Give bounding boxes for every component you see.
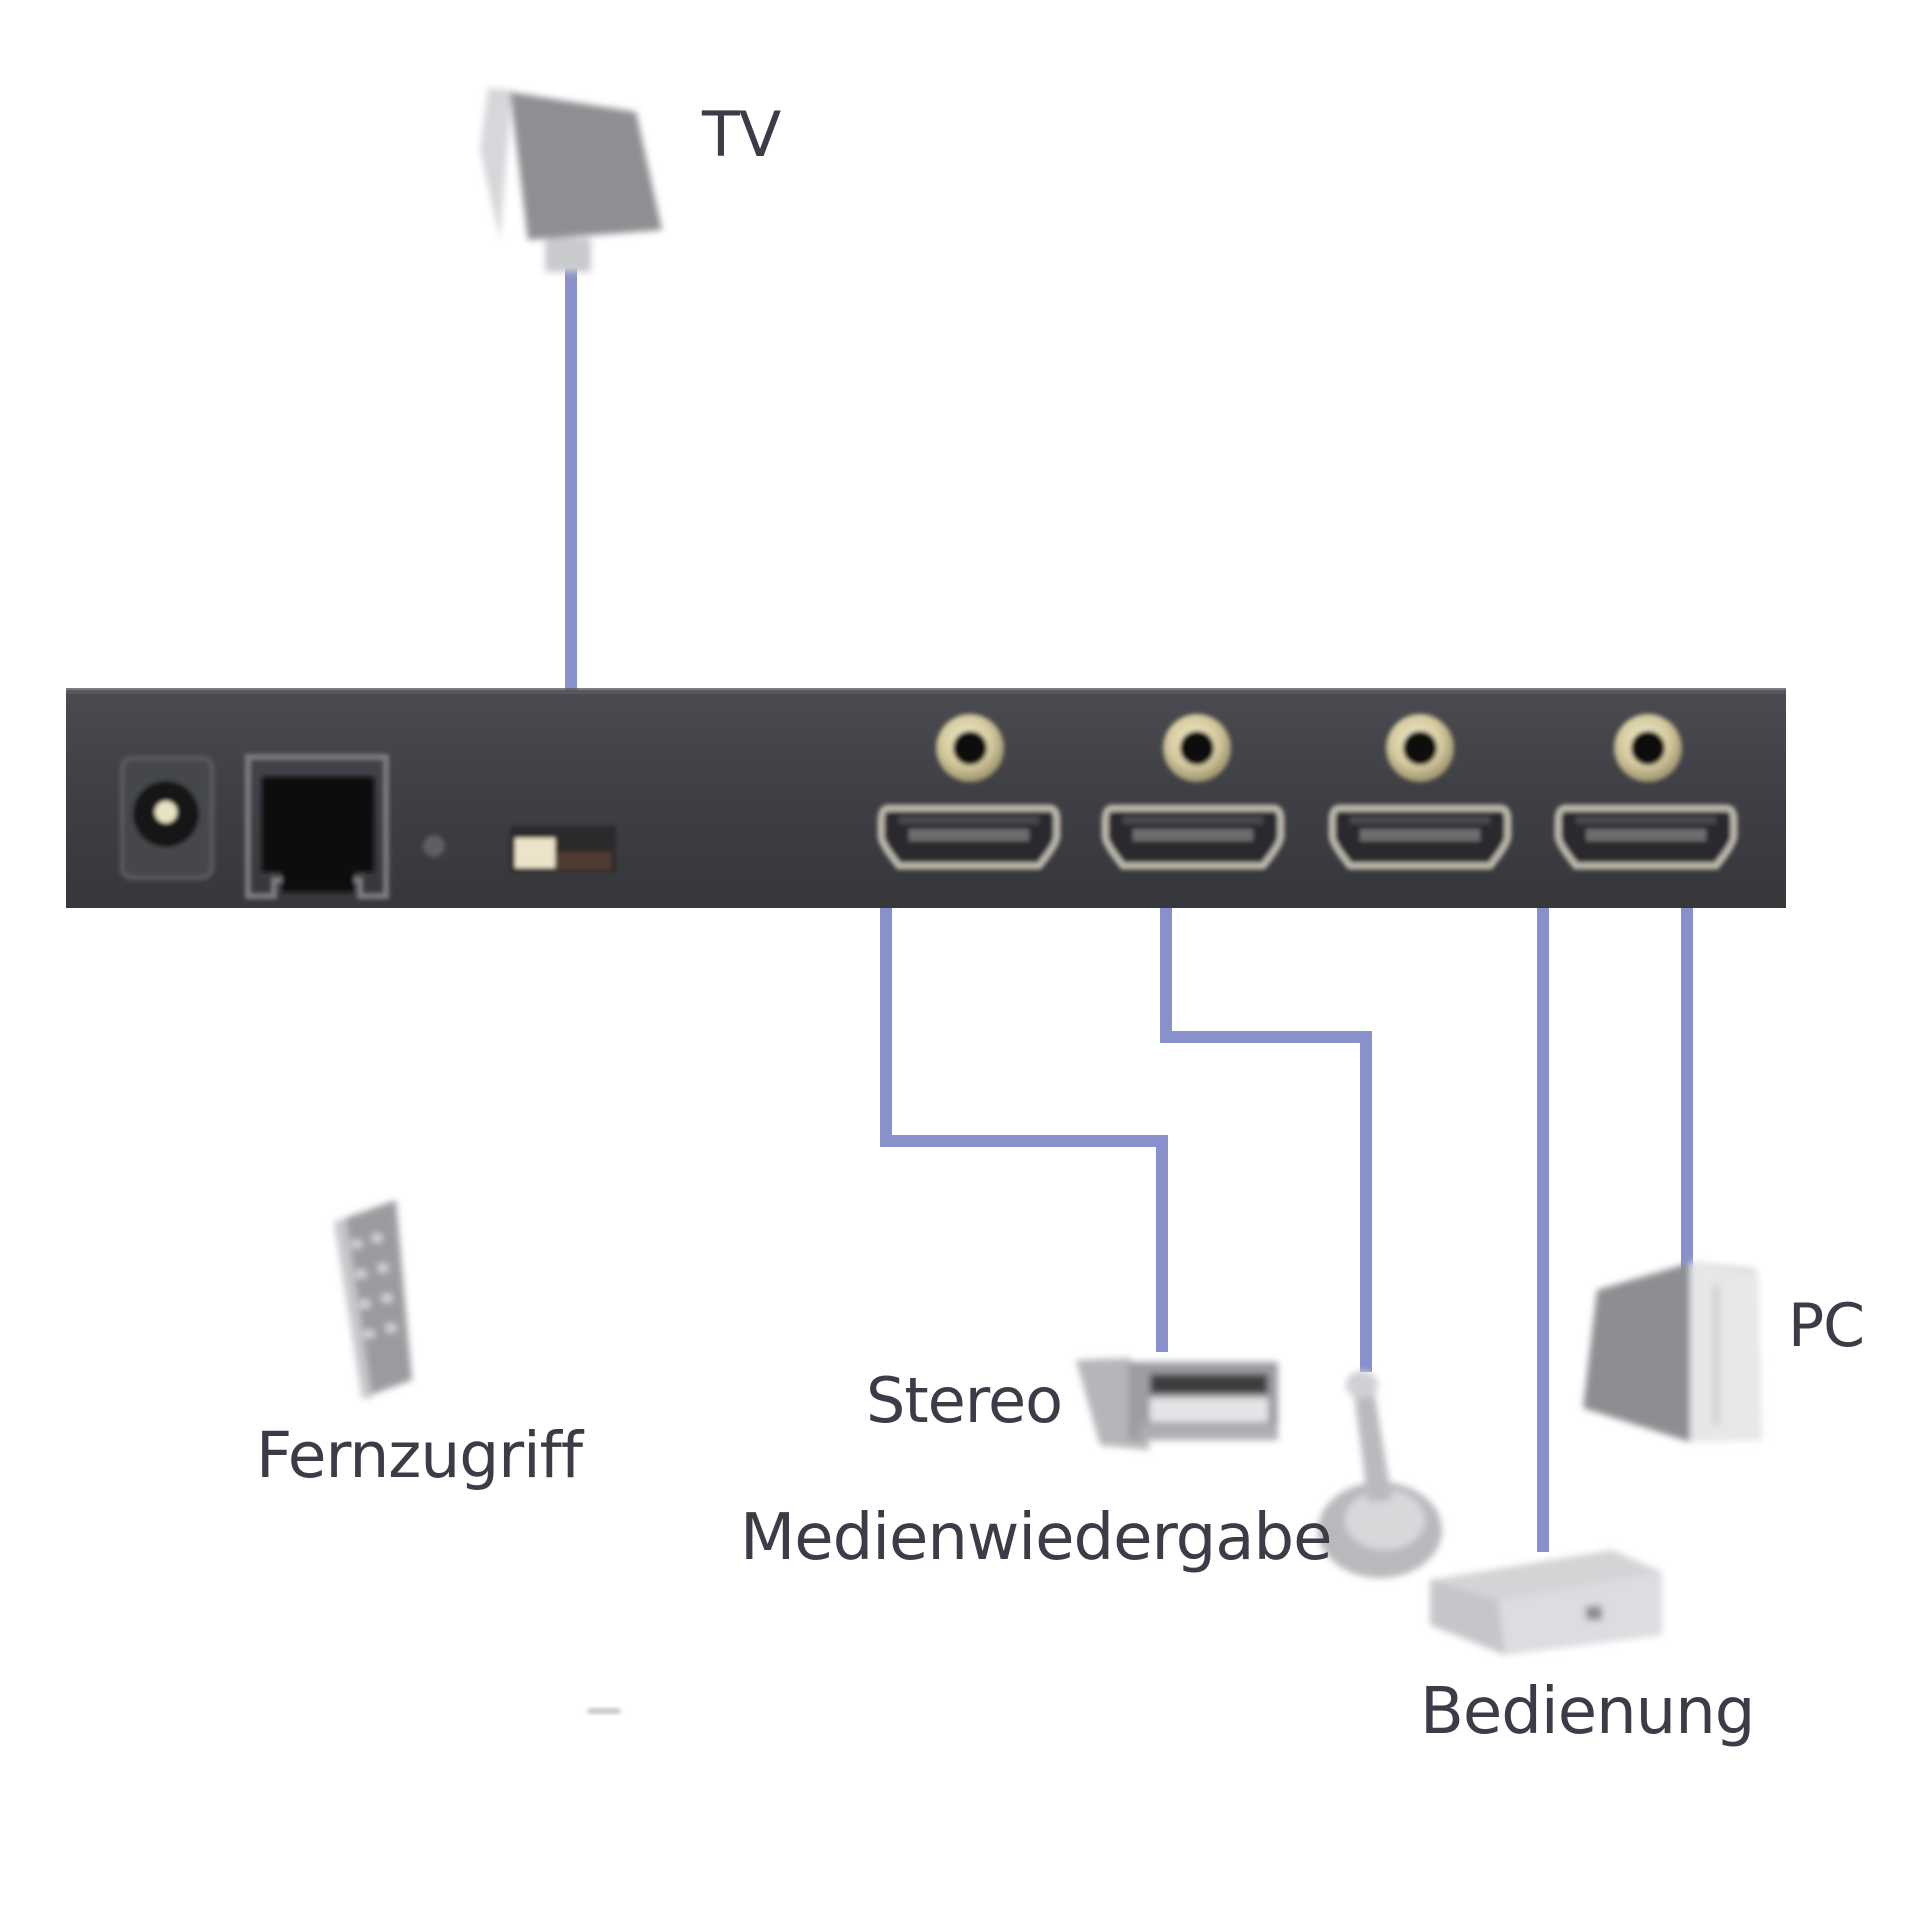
hdmi-port-4[interactable] [1554,804,1738,870]
audio-jack-3[interactable] [1386,714,1454,782]
pc-tower-icon [1583,1262,1762,1442]
label-pc: PC [1788,1291,1865,1361]
label-stereo: Stereo [866,1364,1063,1437]
cables [565,268,1693,1552]
mode-switch-icon[interactable] [510,826,616,872]
label-media-playback: Medienwiedergabe [740,1501,1332,1575]
console-box-icon [1430,1550,1662,1655]
artifact-mark [588,1708,620,1714]
audio-jack-4[interactable] [1614,714,1682,782]
panel-top-edge [66,688,1786,694]
audio-jack-1[interactable] [936,714,1004,782]
stereo-receiver-icon [1076,1358,1278,1450]
port-group [877,714,1738,870]
power-jack-icon[interactable] [120,756,214,880]
hdmi-port-2[interactable] [1101,804,1285,870]
hdmi-port-3[interactable] [1328,804,1512,870]
label-tv: TV [702,98,781,171]
switch-rear-panel [66,688,1786,908]
cable-media [1160,905,1372,1372]
label-control: Bedienung [1420,1675,1755,1749]
tv-monitor-icon [480,88,662,272]
joystick-icon [1318,1371,1442,1578]
status-led-icon [423,835,445,857]
label-remote-access: Fernzugriff [256,1419,583,1492]
ethernet-port-icon[interactable] [245,754,389,899]
hdmi-port-1[interactable] [877,804,1061,870]
audio-jack-2[interactable] [1163,714,1231,782]
cable-stereo [880,905,1168,1352]
remote-control-icon [334,1200,412,1398]
